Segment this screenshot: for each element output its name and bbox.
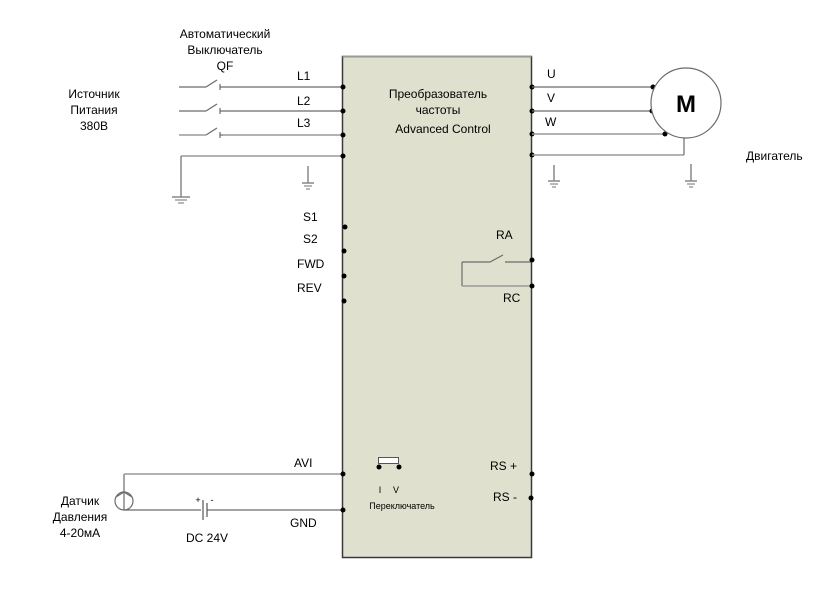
terminal-label-l1: L1 bbox=[297, 69, 311, 83]
pressure-sensor-icon bbox=[114, 491, 134, 511]
breaker-label-2: Выключатель bbox=[187, 43, 262, 57]
terminal-s2 bbox=[341, 248, 347, 254]
terminal-label-ra: RA bbox=[496, 228, 513, 242]
breaker-contact-icon bbox=[219, 84, 223, 90]
avi-line bbox=[123, 471, 346, 492]
sensor-label-2: Давления bbox=[53, 510, 107, 524]
frequency-converter-box bbox=[341, 55, 533, 559]
terminal-label-l3: L3 bbox=[297, 116, 311, 130]
switch-label-v: V bbox=[393, 485, 399, 495]
ground-icon bbox=[302, 166, 314, 190]
output-ground-line bbox=[529, 138, 685, 158]
converter-title-line-3: Advanced Control bbox=[395, 122, 490, 136]
iv-switch[interactable] bbox=[376, 457, 402, 470]
terminal-label-avi: AVI bbox=[294, 456, 312, 470]
terminal-rs-plus bbox=[529, 471, 535, 477]
battery-plus: + bbox=[195, 495, 200, 505]
output-line-u bbox=[529, 84, 656, 90]
terminal-label-u: U bbox=[547, 67, 556, 81]
phase-line-l1 bbox=[179, 79, 346, 90]
terminal-label-v: V bbox=[547, 91, 555, 105]
terminal-label-rs-plus: RS + bbox=[490, 459, 517, 473]
input-ground-line bbox=[180, 153, 346, 197]
ground-icon bbox=[685, 164, 697, 188]
phase-line-l2 bbox=[179, 103, 346, 114]
ground-icon bbox=[548, 165, 560, 188]
terminal-s1 bbox=[342, 224, 348, 230]
output-line-v bbox=[529, 108, 655, 114]
motor-icon bbox=[650, 67, 722, 139]
terminal-label-s2: S2 bbox=[303, 232, 318, 246]
sensor-label-1: Датчик bbox=[61, 494, 100, 508]
terminal-label-rev: REV bbox=[297, 281, 322, 295]
breaker-label-1: Автоматический bbox=[180, 27, 271, 41]
motor-label: Двигатель bbox=[746, 149, 803, 163]
relay-contact bbox=[461, 254, 535, 289]
terminal-label-rs-minus: RS - bbox=[493, 490, 517, 504]
switch-caption: Переключатель bbox=[369, 501, 435, 511]
gnd-line bbox=[124, 507, 346, 513]
terminal-label-l2: L2 bbox=[297, 94, 311, 108]
breaker-contact-icon bbox=[219, 132, 223, 138]
terminal-label-gnd: GND bbox=[290, 516, 317, 530]
power-source-label-1: Источник bbox=[68, 87, 120, 101]
ground-icon bbox=[172, 196, 190, 204]
terminal-rev bbox=[341, 298, 347, 304]
battery-label: DC 24V bbox=[186, 531, 228, 545]
breaker-contact-icon bbox=[219, 108, 223, 114]
terminal-label-fwd: FWD bbox=[297, 257, 325, 271]
terminal-label-s1: S1 bbox=[303, 210, 318, 224]
battery-icon bbox=[202, 500, 208, 520]
power-source-label-3: 380В bbox=[80, 119, 108, 133]
terminal-label-w: W bbox=[545, 115, 557, 129]
converter-title-line-1: Преобразователь bbox=[389, 87, 487, 101]
output-line-w bbox=[529, 131, 668, 137]
converter-title-line-2: частоты bbox=[416, 103, 461, 117]
switch-label-i: I bbox=[379, 485, 382, 495]
motor-symbol: M bbox=[676, 91, 696, 118]
battery-minus: - bbox=[211, 495, 214, 505]
terminal-fwd bbox=[341, 273, 347, 279]
breaker-label-3: QF bbox=[217, 59, 234, 73]
terminal-label-rc: RC bbox=[503, 291, 521, 305]
phase-line-l3 bbox=[179, 127, 346, 138]
power-source-label-2: Питания bbox=[70, 103, 117, 117]
sensor-label-3: 4-20мА bbox=[60, 526, 100, 540]
terminal-rs-minus bbox=[528, 495, 534, 501]
